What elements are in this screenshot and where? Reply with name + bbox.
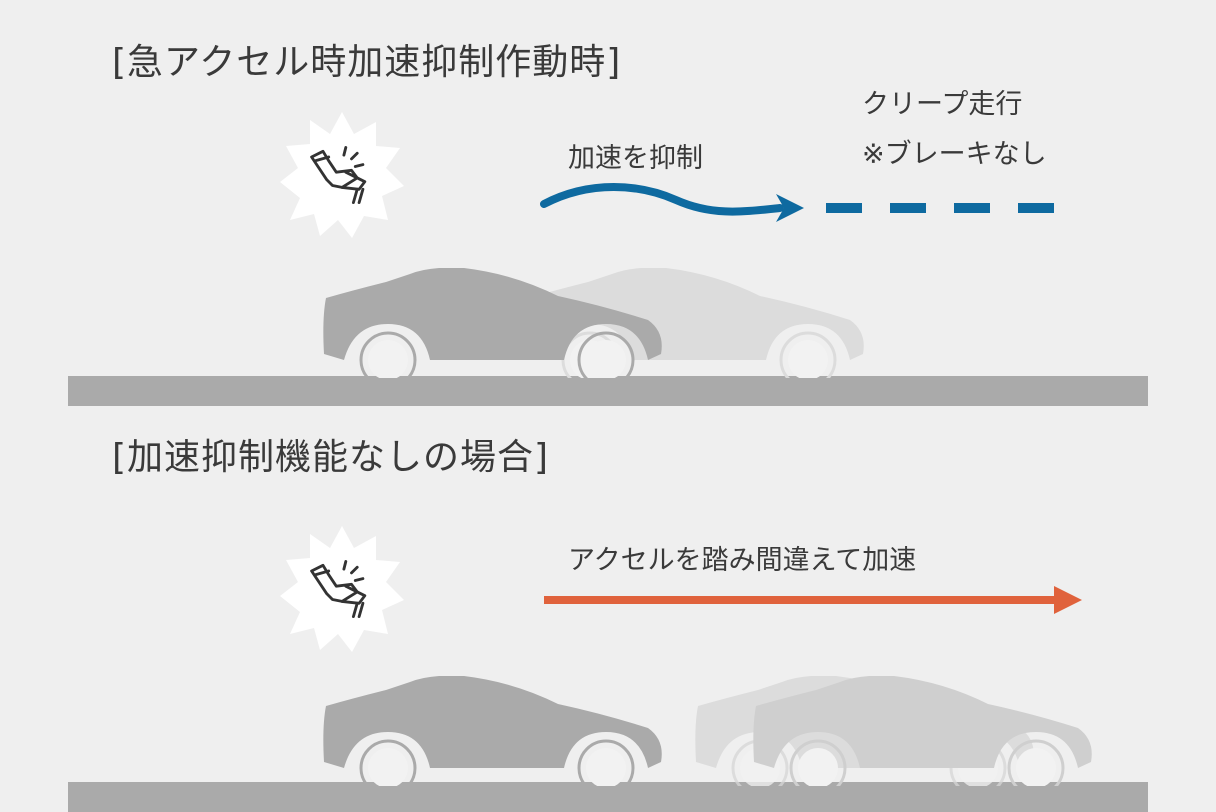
- creep-label-line1: クリープ走行: [862, 89, 1023, 120]
- suppress-label: 加速を抑制: [568, 143, 703, 174]
- road-top: [68, 376, 1148, 406]
- car-bottom: [321, 676, 663, 786]
- road-bottom: [68, 782, 1148, 812]
- pedal-press-icon: [280, 112, 404, 238]
- creep-label-line2: ※ブレーキなし: [862, 139, 1047, 170]
- accelerate-label: アクセルを踏み間違えて加速: [568, 545, 917, 576]
- pedal-press-icon: [280, 526, 404, 652]
- suppress-arrow: [540, 183, 804, 222]
- top-scenario-title: [急アクセル時加速抑制作動時]: [112, 42, 622, 83]
- accelerate-arrow: [544, 586, 1082, 614]
- bottom-scenario-title: [加速抑制機能なしの場合]: [112, 437, 550, 478]
